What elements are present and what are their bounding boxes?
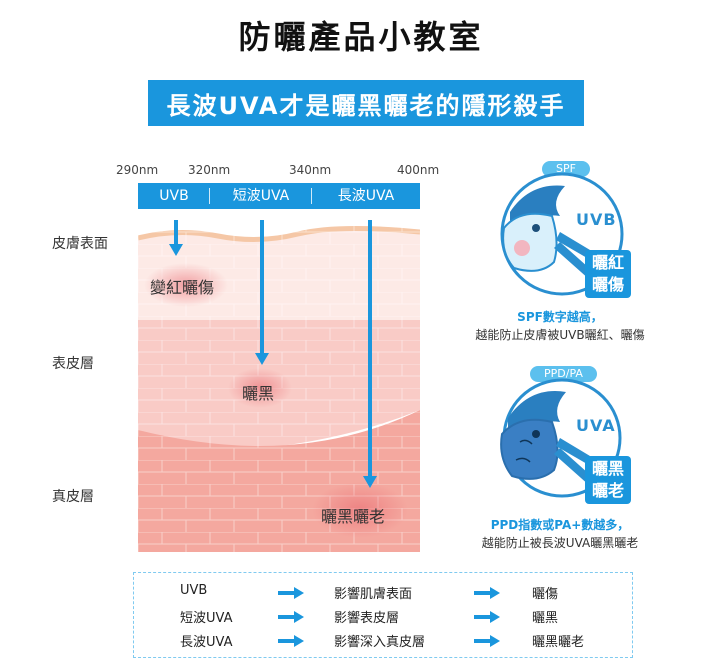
legend-ray: 短波UVA <box>180 611 233 626</box>
spf-effect-bubble: 曬紅 曬傷 <box>585 250 631 298</box>
ppd-ray-label: UVA <box>576 416 616 435</box>
bubble-line: 曬傷 <box>591 275 624 294</box>
legend-result: 曬黑曬老 <box>532 635 585 650</box>
short-uva-arrow <box>255 220 269 365</box>
long-uva-arrow <box>363 220 377 488</box>
arrow-right-icon <box>474 635 500 647</box>
layer-label-dermis: 真皮層 <box>52 489 94 505</box>
tan-spot <box>228 368 292 408</box>
legend-row: 短波UVA 影響表皮層 曬黑 <box>134 607 634 627</box>
arrow-right-icon <box>278 587 304 599</box>
wave-segment-long-uva: 長波UVA <box>312 183 420 209</box>
spf-caption-body: 越能防止皮膚被UVB曬紅、曬傷 <box>475 328 645 342</box>
wave-segment-short-uva: 短波UVA <box>210 183 312 209</box>
ppd-badge: PPD/PA <box>530 366 597 382</box>
bubble-line: 曬老 <box>591 481 624 500</box>
arrow-right-icon <box>278 635 304 647</box>
layer-label-epidermis: 表皮層 <box>52 356 94 372</box>
spf-caption-title: SPF數字越高， <box>517 310 603 324</box>
wave-segment-uvb: UVB <box>138 183 210 209</box>
wave-segment-label: 長波UVA <box>337 188 395 204</box>
sunburn-spot <box>144 263 228 307</box>
wave-segment-label: UVB <box>159 188 189 204</box>
ppd-effect-bubble: 曬黑 曬老 <box>585 456 631 504</box>
effect-label-long-uva: 曬黑曬老 <box>321 507 386 526</box>
arrow-right-icon <box>278 611 304 623</box>
wave-segment-label: 短波UVA <box>232 188 290 204</box>
legend-row: 長波UVA 影響深入真皮層 曬黑曬老 <box>134 631 634 651</box>
legend-result: 曬傷 <box>532 587 559 602</box>
wavelength-bar: UVB 短波UVA 長波UVA <box>138 183 420 209</box>
arrow-right-icon <box>474 587 500 599</box>
subtitle-banner: 長波UVA才是曬黑曬老的隱形殺手 <box>148 80 584 126</box>
legend-ray: 長波UVA <box>180 635 233 650</box>
ppd-caption-body: 越能防止被長波UVA曬黑曬老 <box>481 536 639 550</box>
layer-label-surface: 皮膚表面 <box>52 236 108 252</box>
spf-badge: SPF <box>542 161 590 177</box>
legend-effect: 影響深入真皮層 <box>334 635 426 650</box>
subtitle-text: 長波UVA才是曬黑曬老的隱形殺手 <box>166 91 566 120</box>
effect-label-uvb: 變紅曬傷 <box>150 278 215 297</box>
aging-spot <box>312 482 408 538</box>
legend-effect: 影響表皮層 <box>334 611 400 626</box>
effect-label-short-uva: 曬黑 <box>242 384 275 403</box>
wavelength-label: 340nm <box>289 163 332 177</box>
arrow-right-icon <box>474 611 500 623</box>
wavelength-label: 400nm <box>397 163 440 177</box>
ppd-caption-title: PPD指數或PA+數越多， <box>490 518 630 532</box>
main-title: 防曬產品小教室 <box>238 18 484 56</box>
wavelength-label: 290nm <box>116 163 159 177</box>
uvb-arrow <box>169 220 183 256</box>
skin-cross-section <box>138 220 420 552</box>
bubble-line: 曬紅 <box>591 253 624 272</box>
legend-row: UVB 影響肌膚表面 曬傷 <box>134 583 634 603</box>
spf-ray-label: UVB <box>576 210 617 229</box>
legend-effect: 影響肌膚表面 <box>334 587 413 602</box>
legend-ray: UVB <box>180 583 208 598</box>
legend-result: 曬黑 <box>532 611 559 626</box>
wavelength-label: 320nm <box>188 163 231 177</box>
legend-box: UVB 影響肌膚表面 曬傷 短波UVA 影響表皮層 曬黑 長波UVA 影響深入真… <box>133 572 633 658</box>
bubble-line: 曬黑 <box>591 459 624 478</box>
